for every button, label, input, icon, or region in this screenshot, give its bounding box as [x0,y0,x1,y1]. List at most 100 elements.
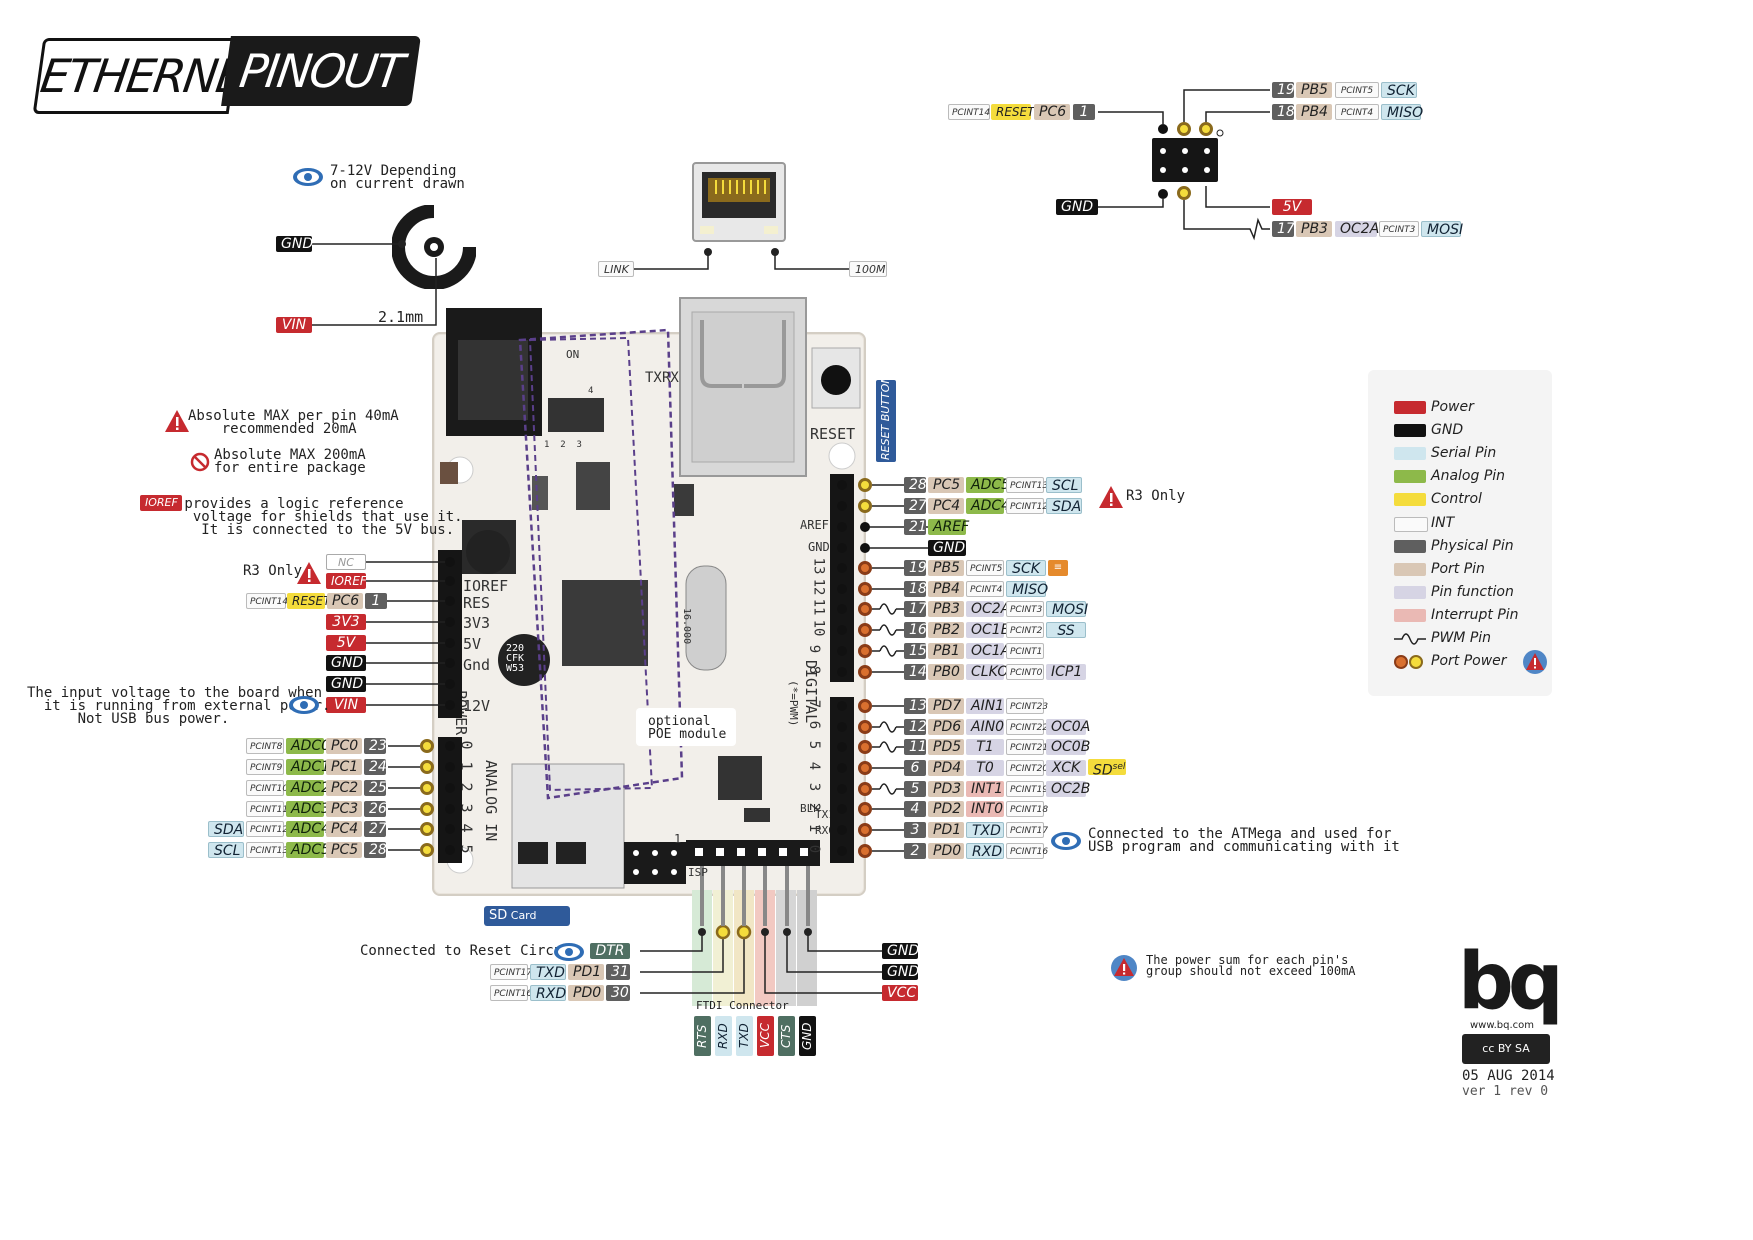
digital-header-pin [837,804,847,814]
sd-tag: SD [489,908,508,923]
right-pin-port: PC4 [928,498,964,514]
power-pin-ioref-tag: IOREF [326,573,367,589]
icsp-mosi-phys: 17 [1272,221,1295,237]
reset-circuit-note: Connected to Reset Circuit [360,943,580,959]
digital-pin-phys: 5 [904,781,926,797]
digital-header-pin [837,501,847,511]
warning-icon [165,410,189,432]
analog-pin-port: PC0 [326,738,362,754]
digital-pin-16 [858,623,872,637]
right-pin-int: PCINT13 [1006,477,1048,493]
digital-pin-int: PCINT5 [966,560,1004,576]
ftdi-pin-phys: 31 [606,964,630,980]
rj45-link-tag: LINK [598,261,634,277]
silk-blk: BLK [800,802,820,815]
legend-label: Power [1431,399,1474,415]
power-header-pin [445,596,455,606]
sd-reader-tag: SD Card reader [484,906,570,942]
digital-pin-int: PCINT22 [1006,719,1048,735]
silk-rx0: RX0 [815,824,835,837]
license-badge: cc BY SA [1462,1034,1550,1064]
icsp-reset-ctrl: RESET [991,104,1034,120]
analog-pin-2 [420,781,434,795]
digital-pin-int: PCINT17 [1006,822,1048,838]
analog-pin-phys: 26 [364,801,387,817]
analog-sda-func: SDA [208,821,244,838]
legend-swatch [1394,562,1426,576]
ftdi-pin-port: PD0 [568,985,604,1001]
warning-circle-icon [1523,650,1547,675]
analog-pin-adc: ADC3 [286,801,330,817]
legend-swatch [1394,585,1426,599]
right-pin-func: SDA [1046,498,1082,515]
right-top-pin-1 [858,499,872,513]
digital-pin-phys: 18 [904,581,927,597]
digital-pin-int: PCINT3 [1006,601,1044,617]
digital-header-pin [837,584,847,594]
digital-pin-alt: OC1A [966,643,1010,659]
digital-pin-19 [858,561,872,575]
silk-on: ON [566,348,580,361]
analog-pin-port: PC1 [326,759,362,775]
power-pin-gnd-tag: GND [326,655,366,671]
right-top-pin-2 [860,522,870,532]
analog-pin-adc: ADC0 [286,738,330,754]
analog-pin-int: PCINT10 [246,780,288,796]
icsp-5v-tag: 5V [1272,199,1312,215]
digital-header-pin [837,646,847,656]
digital-pin-4 [858,802,872,816]
bq-logo: bq [1458,937,1564,1027]
usb-note: Connected to the ATMega and used for USB… [1088,826,1400,855]
icsp-reset-phys: 1 [1073,104,1095,120]
pwm-wave-icon [879,721,897,733]
silk-reset: RESET [810,425,856,443]
pwm-wave-icon [879,783,897,795]
digital-pin-port: PB1 [928,643,964,659]
analog-pin-4 [420,822,434,836]
analog-pin-adc: ADC5 [286,842,330,858]
legend-label: Analog Pin [1431,468,1506,485]
silk-ioref: IOREF [463,577,509,595]
vin-note: The input voltage to the board when it i… [27,685,330,727]
silk-ic-pin4: 4 [588,386,594,396]
digital-pin-alt: OC1B [966,622,1010,638]
digital-header-pin [837,763,847,773]
digital-pin-int: PCINT18 [1006,801,1048,817]
power-pin-reset-ctrl: RESET [287,593,330,609]
poe-label-box [636,708,736,746]
ftdi-pin-port: PD1 [568,964,604,980]
jack-size-label: 2.1mm [378,308,424,326]
ftdi-pin-cts-label: CTS [778,1016,795,1056]
digital-pin-port: PB2 [928,622,964,638]
right-pin-phys: 21 [904,519,927,535]
digital-pin-alt: INT0 [966,801,1004,817]
right-pin-port: PC5 [928,477,964,493]
digital-pin-18 [858,582,872,596]
pwm-wave-icon [879,741,897,753]
legend-swatch [1394,401,1426,414]
power-header-pin [445,700,455,710]
max-pin-note: Absolute MAX per pin 40mA recommended 20… [188,408,399,437]
digital-pin-func-oc0a: OC0A [1046,719,1090,735]
sdsel-main: SD [1093,762,1113,779]
digital-header-pin [837,701,847,711]
prohibit-icon [190,452,210,472]
icsp-header[interactable] [1152,138,1218,182]
digital-pin-alt: OC2A [966,601,1010,617]
sd-text: Card reader [489,909,537,942]
analog-pin-3 [420,802,434,816]
digital-pin-func-oc2b: OC2B [1046,781,1090,797]
analog-pin-int: PCINT8 [246,738,284,754]
analog-header[interactable] [438,737,462,863]
ftdi-gnd-tag: GND [882,943,919,959]
icsp-sck-func: SCK [1381,82,1417,99]
digital-pin-port: PD1 [928,822,964,838]
digital-pin-phys: 13 [904,698,927,714]
led-icon: ≡ [1048,560,1068,576]
analog-pin-port: PC3 [326,801,362,817]
legend-swatch [1394,516,1428,532]
digital-pin-phys: 19 [904,560,927,576]
icsp-miso-func: MISO [1381,104,1423,121]
r3-only-right: R3 Only [1126,488,1186,504]
